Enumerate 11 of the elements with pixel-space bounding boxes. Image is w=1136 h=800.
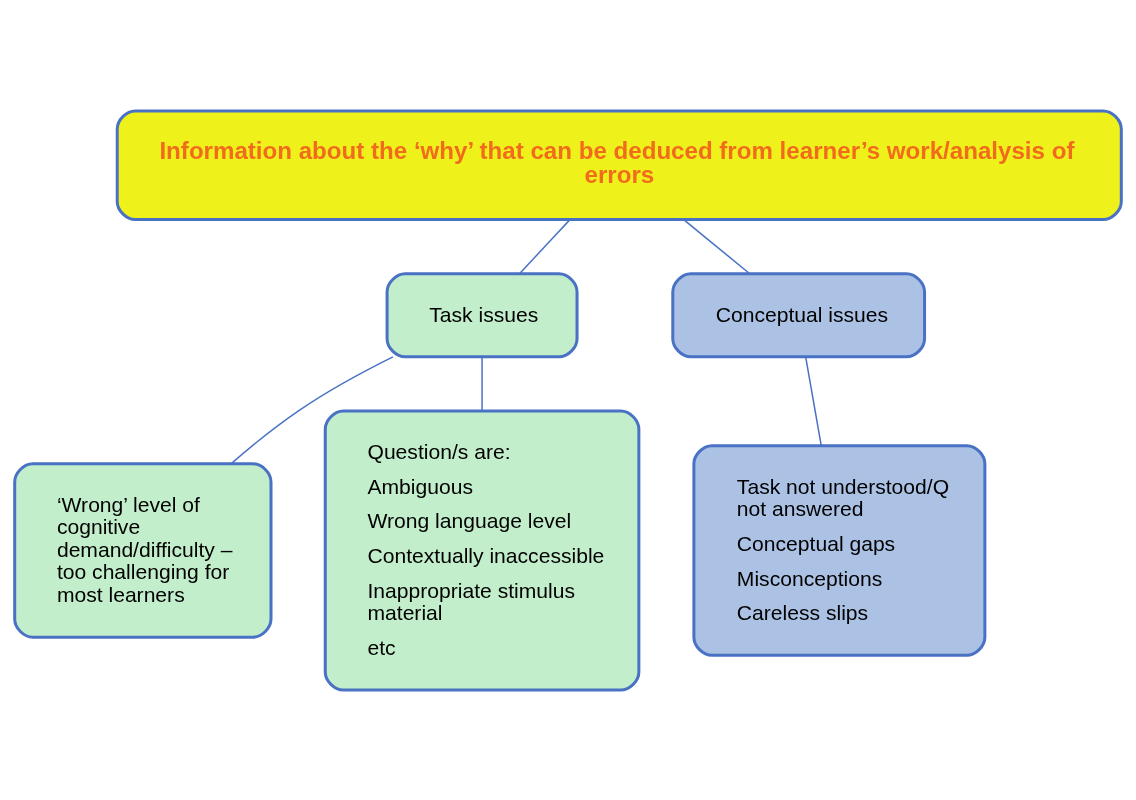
connector: [683, 218, 751, 274]
connector: [805, 356, 822, 446]
node-box: Conceptual issues: [671, 271, 927, 358]
node-box: Task issues: [385, 271, 579, 358]
node-box: ‘Wrong’ level of cognitive demand/difficulty – too challenging for most learners: [13, 461, 273, 639]
node-box: Question/s are: Ambiguous Wrong language level Contextually inaccessible Inappropriate stimulus material etc: [323, 409, 641, 691]
connector: [481, 356, 483, 412]
node-box: Information about the ‘why’ that can be deduced from learner’s work/analysis of errors: [115, 109, 1123, 221]
node-box: Task not understood/Q not answered Conceptual gaps Misconceptions Careless slips: [692, 443, 987, 657]
connector: [518, 218, 571, 274]
connector: [230, 355, 394, 464]
